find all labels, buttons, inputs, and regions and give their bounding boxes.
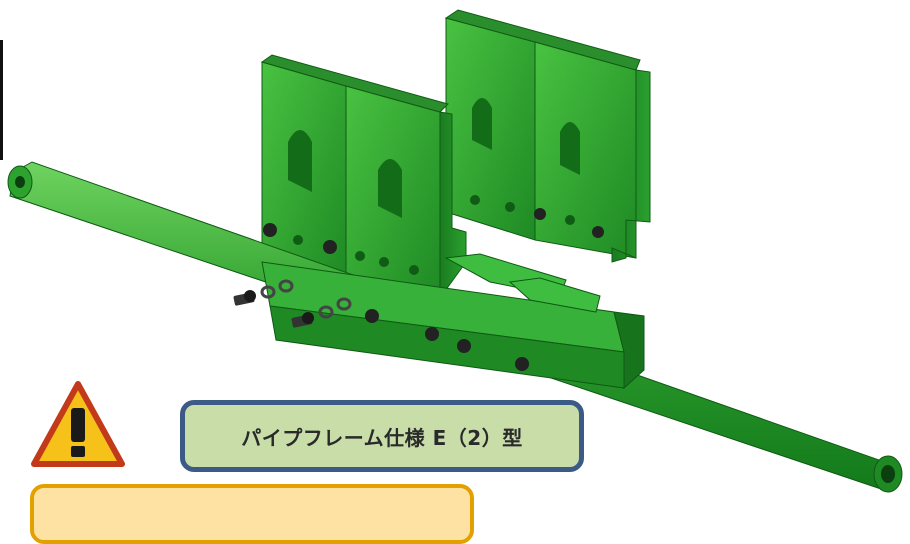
left-edge-bar	[0, 40, 3, 160]
spec-title-text: パイプフレーム仕様 E（2）型	[241, 425, 523, 450]
front-blade-block	[260, 54, 467, 300]
assembly-illustration	[7, 9, 903, 493]
rear-blade-block	[444, 9, 651, 263]
square-beam	[261, 253, 645, 390]
warning-icon	[31, 381, 125, 467]
note-box	[30, 484, 474, 544]
bolts-and-washers	[233, 279, 352, 328]
spec-title-label: パイプフレーム仕様 E（2）型	[180, 400, 584, 472]
